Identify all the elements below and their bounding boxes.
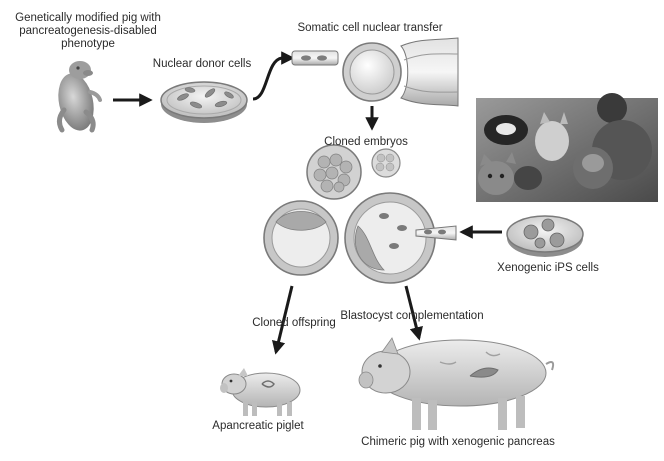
ips-cell-dish (506, 215, 584, 257)
arrow-to-chimeric-pig (404, 285, 423, 341)
label-chimeric-pig: Chimeric pig with xenogenic pancreas (361, 436, 555, 448)
label-donor-cells: Nuclear donor cells (152, 58, 252, 70)
label-apancreatic-piglet: Apancreatic piglet (212, 420, 304, 432)
blastocyst-injected (344, 192, 436, 284)
arrow-to-scnt (252, 51, 295, 101)
label-blastocyst-complementation: Blastocyst complementation (340, 310, 484, 322)
injection-pipette (415, 225, 457, 241)
label-gm-pig: Genetically modified pig with pancreatog… (15, 12, 161, 50)
animals-photo (476, 93, 658, 202)
blastocyst-left (263, 200, 339, 276)
label-scnt: Somatic cell nuclear transfer (297, 22, 443, 34)
label-cloned-offspring: Cloned offspring (252, 317, 336, 329)
label-cloned-embryos: Cloned embryos (324, 136, 408, 148)
chimeric-pig-illustration (358, 337, 555, 430)
label-ips-cells: Xenogenic iPS cells (497, 262, 599, 274)
donor-cell-dish (160, 81, 248, 123)
arrow-to-apancreatic-piglet (271, 285, 294, 355)
scnt-illustration (291, 37, 459, 107)
apancreatic-piglet-illustration (220, 368, 301, 416)
fetus-illustration (56, 61, 102, 133)
cleavage-embryos (306, 144, 401, 200)
